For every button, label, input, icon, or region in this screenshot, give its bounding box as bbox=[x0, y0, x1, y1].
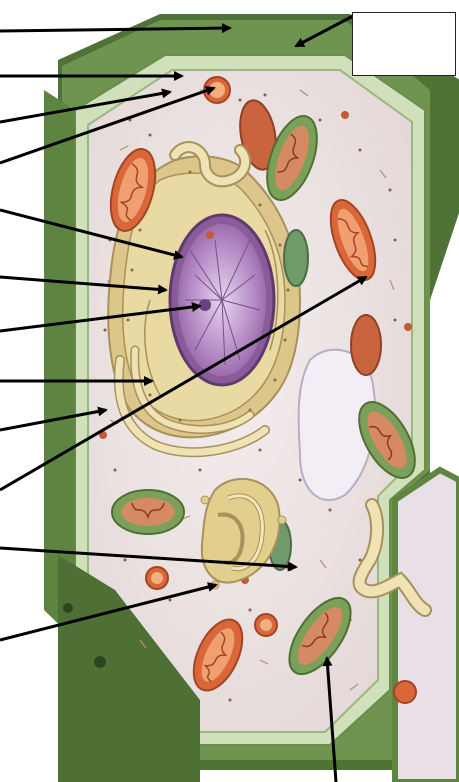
nucleolus bbox=[199, 299, 211, 311]
label-answer-box[interactable] bbox=[352, 12, 456, 76]
